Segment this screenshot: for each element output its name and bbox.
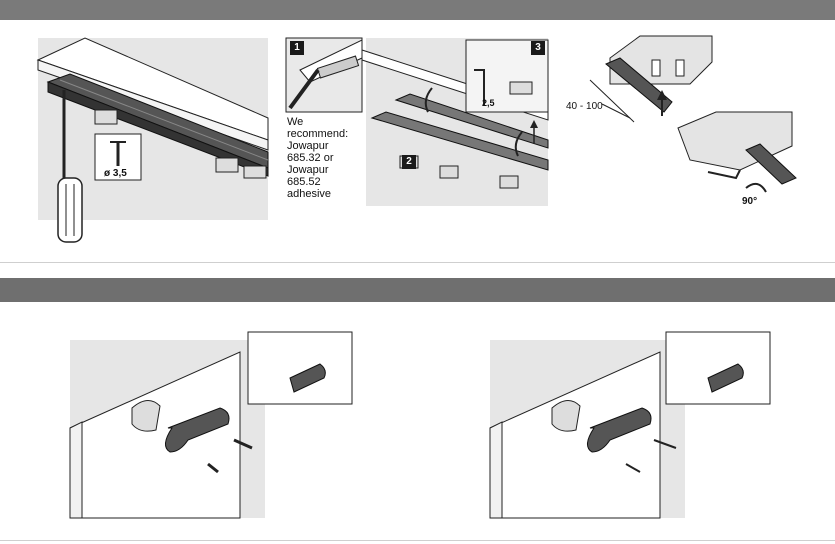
step-3-badge: 3 [531,41,545,55]
recommend-line: 685.32 or [287,152,334,164]
offset-label: 2,5 [482,98,495,108]
recommend-line: 685.52 [287,176,321,188]
recommend-text: We recommend: Jowapur 685.32 or Jowapur … [287,116,348,200]
angle-label: 90° [742,196,758,207]
recommend-line: We [287,116,304,128]
recommend-line: Jowapur [287,164,329,176]
step-1-badge: 1 [290,41,304,55]
recommend-line: Jowapur [287,140,329,152]
step-2-badge: 2 [402,155,416,169]
middle-section-bar [0,278,835,302]
range-label: 40 - 100 [566,101,603,112]
screw-diameter-label: ø 3,5 [104,168,127,179]
section-divider [0,262,835,263]
recommend-line: recommend: [287,128,349,140]
bottom-divider [0,540,835,541]
top-section-bar [0,0,835,20]
recommend-line: adhesive [287,188,332,200]
